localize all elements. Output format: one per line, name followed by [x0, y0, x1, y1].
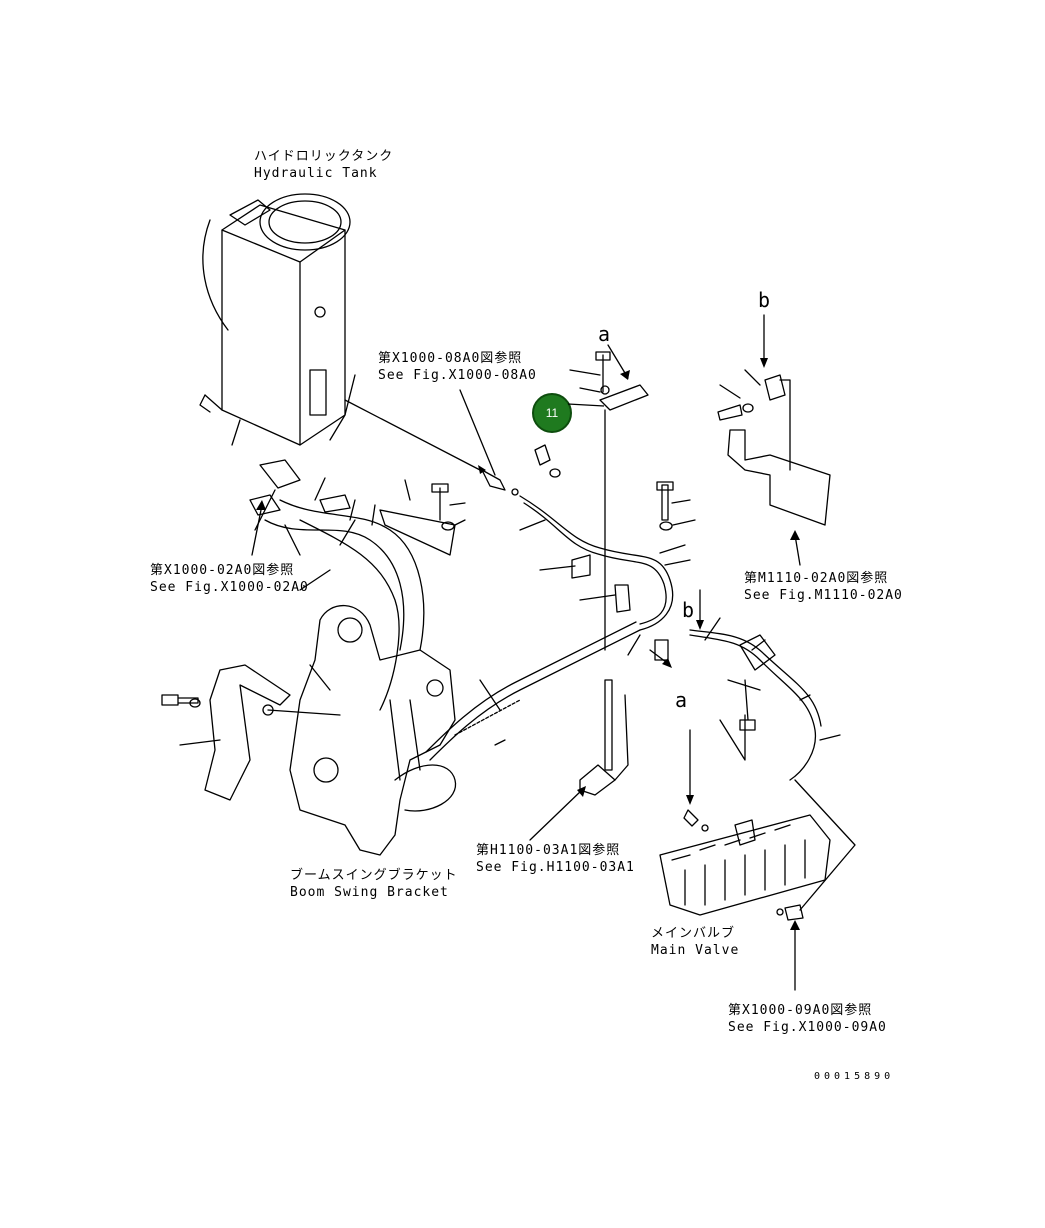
ref-x1000-09a0[interactable]: 第X1000-09A0図参照 See Fig.X1000-09A0 — [728, 1002, 887, 1036]
label-hydraulic-tank-jp: ハイドロリックタンク — [254, 149, 394, 164]
label-boom-swing-bracket-en: Boom Swing Bracket — [290, 885, 449, 900]
ref-h1100-03a1-en[interactable]: See Fig.H1100-03A1 — [476, 860, 635, 875]
ref-x1000-02a0-en[interactable]: See Fig.X1000-02A0 — [150, 580, 309, 595]
hydraulic-tank-drawing — [199, 193, 356, 446]
marker-a-mid: a — [675, 688, 688, 712]
ref-x1000-08a0-en[interactable]: See Fig.X1000-08A0 — [378, 368, 537, 383]
label-main-valve-jp: メインバルブ — [651, 926, 736, 941]
ref-h1100-03a1[interactable]: 第H1100-03A1図参照 See Fig.H1100-03A1 — [476, 842, 635, 876]
label-hydraulic-tank: ハイドロリックタンク Hydraulic Tank — [254, 148, 393, 182]
callout-part-11[interactable]: 11 — [532, 393, 572, 433]
label-main-valve-en: Main Valve — [651, 943, 740, 958]
marker-a-top: a — [598, 322, 611, 346]
ref-x1000-09a0-en[interactable]: See Fig.X1000-09A0 — [728, 1020, 887, 1035]
ref-x1000-09a0-jp: 第X1000-09A0図参照 — [728, 1003, 873, 1018]
ref-m1110-02a0-jp: 第M1110-02A0図参照 — [744, 571, 889, 586]
label-main-valve: メインバルブ Main Valve — [651, 925, 739, 959]
label-hydraulic-tank-en: Hydraulic Tank — [254, 166, 378, 181]
marker-b-top: b — [758, 288, 771, 312]
main-valve-drawing — [659, 809, 831, 921]
ref-x1000-08a0[interactable]: 第X1000-08A0図参照 See Fig.X1000-08A0 — [378, 350, 537, 384]
marker-b-mid: b — [682, 598, 695, 622]
ref-x1000-02a0[interactable]: 第X1000-02A0図参照 See Fig.X1000-02A0 — [150, 562, 309, 596]
label-boom-swing-bracket: ブームスイングブラケット Boom Swing Bracket — [290, 867, 458, 901]
ref-h1100-03a1-jp: 第H1100-03A1図参照 — [476, 843, 621, 858]
ref-x1000-02a0-jp: 第X1000-02A0図参照 — [150, 563, 295, 578]
drawing-number: 00015890 — [814, 1071, 895, 1082]
ref-m1110-02a0[interactable]: 第M1110-02A0図参照 See Fig.M1110-02A0 — [744, 570, 903, 604]
ref-m1110-02a0-en[interactable]: See Fig.M1110-02A0 — [744, 588, 903, 603]
ref-x1000-08a0-jp: 第X1000-08A0図参照 — [378, 351, 523, 366]
label-boom-swing-bracket-jp: ブームスイングブラケット — [290, 868, 458, 883]
callout-leader — [568, 403, 605, 407]
